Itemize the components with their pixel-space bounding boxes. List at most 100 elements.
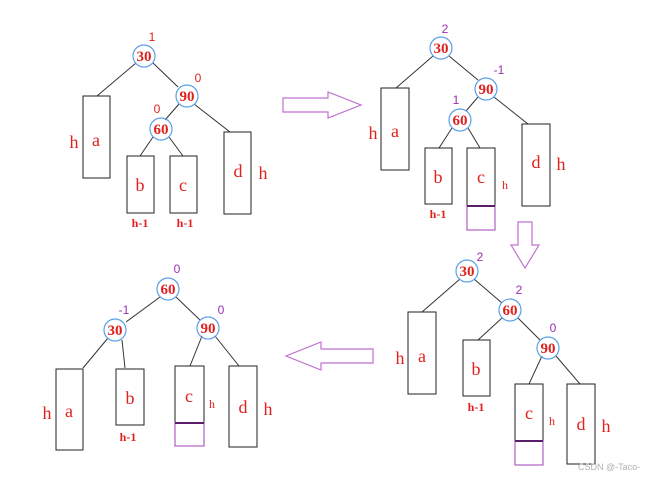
subtree-d bbox=[223, 131, 252, 215]
height-c: h bbox=[549, 414, 555, 428]
edge-60-b bbox=[139, 136, 154, 157]
node-90-ring bbox=[474, 77, 498, 101]
subtree-d-label: d bbox=[532, 152, 541, 172]
node-90: 90 bbox=[201, 321, 216, 337]
subtree-c bbox=[466, 147, 496, 207]
node-60: 60 bbox=[161, 282, 176, 298]
height-a: h bbox=[43, 403, 52, 423]
edge-30-a bbox=[96, 62, 137, 97]
edge-30-a bbox=[395, 55, 434, 89]
subtree-d-label: d bbox=[234, 161, 243, 181]
right-arrow bbox=[282, 91, 363, 119]
height-b: h-1 bbox=[132, 216, 149, 230]
node-60-balance: 1 bbox=[453, 93, 460, 107]
edge-90-d bbox=[214, 335, 240, 367]
node-60: 60 bbox=[453, 113, 468, 129]
subtree-b-label: b bbox=[136, 175, 145, 195]
subtree-c-label: c bbox=[179, 175, 187, 195]
node-30: 30 bbox=[108, 323, 123, 339]
edge-30-a bbox=[421, 278, 461, 313]
node-30-balance: 1 bbox=[149, 30, 156, 44]
node-90-ring bbox=[536, 336, 560, 360]
edge-30-90 bbox=[448, 55, 479, 81]
subtree-d bbox=[228, 365, 258, 448]
edge-90-c bbox=[189, 335, 203, 367]
edge-90-d bbox=[555, 355, 581, 385]
node-90-ring bbox=[196, 316, 220, 340]
subtree-a-label: a bbox=[418, 346, 426, 366]
node-90-balance: 0 bbox=[218, 303, 225, 317]
height-c: h bbox=[209, 397, 215, 411]
height-a: h bbox=[369, 123, 378, 143]
node-30: 30 bbox=[460, 264, 475, 280]
node-30-ring bbox=[132, 44, 156, 68]
height-c: h-1 bbox=[177, 216, 194, 230]
down-arrow-icon bbox=[509, 221, 541, 270]
subtree-d-label: d bbox=[577, 414, 586, 434]
edge-60-c bbox=[467, 127, 481, 149]
subtree-a bbox=[55, 368, 84, 451]
edge-60-c bbox=[168, 136, 184, 157]
left-arrow bbox=[284, 341, 374, 371]
subtree-b bbox=[462, 339, 491, 397]
node-60-ring bbox=[149, 117, 173, 141]
height-a: h bbox=[70, 132, 79, 152]
subtree-a bbox=[82, 95, 111, 179]
height-d: h bbox=[557, 154, 566, 174]
node-30-ring bbox=[103, 318, 127, 342]
node-90-balance: 0 bbox=[195, 71, 202, 85]
node-60-balance: 2 bbox=[516, 283, 523, 297]
subtree-a bbox=[380, 87, 410, 171]
left-arrow-icon bbox=[284, 341, 374, 371]
subtree-c-growth bbox=[466, 205, 496, 231]
height-b: h-1 bbox=[430, 207, 447, 221]
panel-after-insert: a h b h-1 c h d h 30 2 90 -1 60 1 bbox=[369, 22, 566, 231]
node-30-ring bbox=[455, 259, 479, 283]
node-90: 90 bbox=[479, 82, 494, 98]
edge-60-b bbox=[438, 127, 453, 149]
subtree-b-label: b bbox=[126, 388, 135, 408]
node-60-balance: 0 bbox=[174, 262, 181, 276]
node-30-ring bbox=[429, 36, 453, 60]
node-30-balance: 2 bbox=[477, 250, 484, 264]
subtree-d bbox=[566, 383, 596, 465]
node-30-balance: -1 bbox=[119, 303, 130, 317]
subtree-a-label: a bbox=[65, 401, 73, 421]
edge-60-30 bbox=[125, 296, 161, 323]
edge-90-d bbox=[493, 96, 529, 125]
node-90: 90 bbox=[541, 341, 556, 357]
height-d: h bbox=[602, 416, 611, 436]
panel-balanced-tree: a h b h-1 c h d h 60 0 30 -1 90 0 bbox=[43, 262, 273, 451]
panel-initial-tree: a h b h-1 c h-1 d h 30 1 90 0 60 0 bbox=[70, 30, 268, 230]
height-a: h bbox=[396, 348, 405, 368]
subtree-c-label: c bbox=[185, 386, 193, 406]
subtree-b bbox=[424, 147, 453, 205]
height-b: h-1 bbox=[120, 430, 137, 444]
node-60-ring bbox=[498, 298, 522, 322]
down-arrow bbox=[509, 221, 541, 270]
edge-90-60 bbox=[164, 103, 180, 121]
edge-30-a bbox=[82, 337, 109, 369]
edge-90-60 bbox=[465, 96, 479, 112]
node-60: 60 bbox=[503, 303, 518, 319]
subtree-c-growth bbox=[174, 422, 205, 447]
edge-60-90 bbox=[175, 296, 201, 321]
edge-60-90 bbox=[517, 317, 541, 341]
subtree-a bbox=[407, 311, 437, 395]
height-b: h-1 bbox=[468, 400, 485, 414]
node-90-balance: 0 bbox=[550, 321, 557, 335]
node-60-ring bbox=[156, 277, 180, 301]
right-arrow-icon bbox=[282, 91, 363, 119]
node-60: 60 bbox=[154, 122, 169, 138]
edge-60-b bbox=[477, 317, 503, 341]
subtree-a-label: a bbox=[92, 130, 100, 150]
node-90: 90 bbox=[180, 89, 195, 105]
subtree-c bbox=[169, 155, 198, 214]
node-60-balance: 0 bbox=[154, 102, 161, 116]
height-d: h bbox=[264, 399, 273, 419]
node-90-ring bbox=[175, 84, 199, 108]
subtree-b bbox=[126, 155, 155, 214]
edge-30-b bbox=[121, 339, 126, 369]
panel-after-right-rotation: a h b h-1 c h d h 30 2 60 2 90 0 bbox=[396, 250, 611, 466]
edge-90-c bbox=[528, 355, 543, 385]
